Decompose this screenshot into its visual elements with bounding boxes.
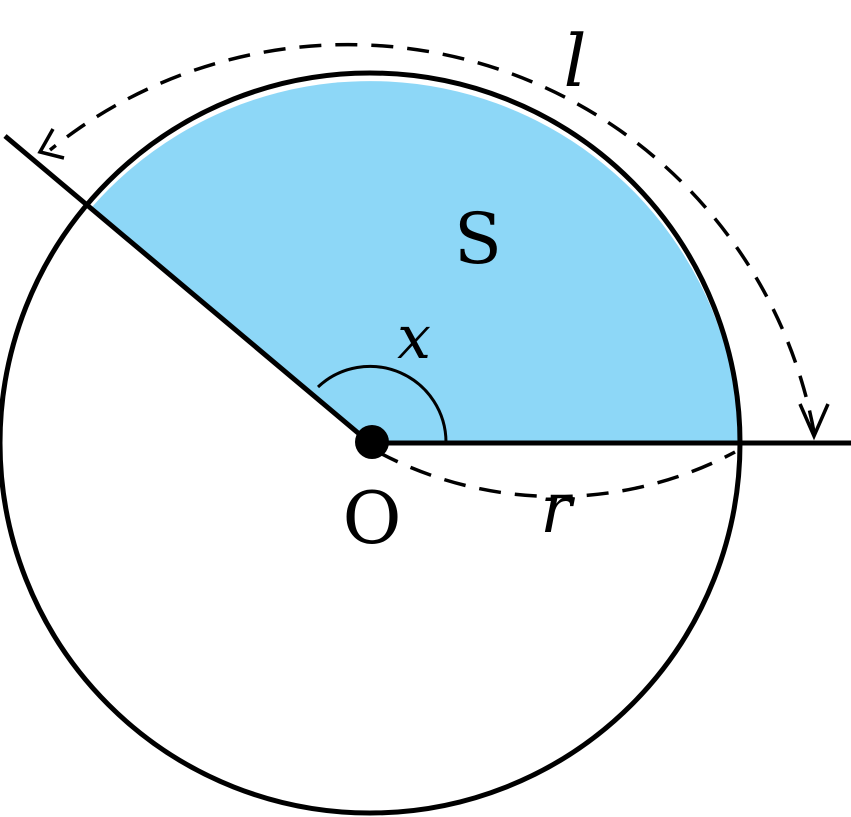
label-center: O <box>342 476 401 560</box>
label-arc-length: l <box>563 19 586 103</box>
label-radius: r <box>540 471 575 548</box>
arc-length-dashed-arc <box>48 42 816 433</box>
label-angle: x <box>397 303 431 373</box>
label-area: S <box>454 198 502 280</box>
slanted-ray <box>3 134 372 445</box>
center-point <box>355 425 389 459</box>
sector-region <box>92 81 740 444</box>
arrowhead-right-icon <box>798 403 830 441</box>
angle-arc <box>316 364 448 444</box>
radius-dashed-arc <box>377 450 736 499</box>
arrowhead-left-icon <box>37 128 65 160</box>
